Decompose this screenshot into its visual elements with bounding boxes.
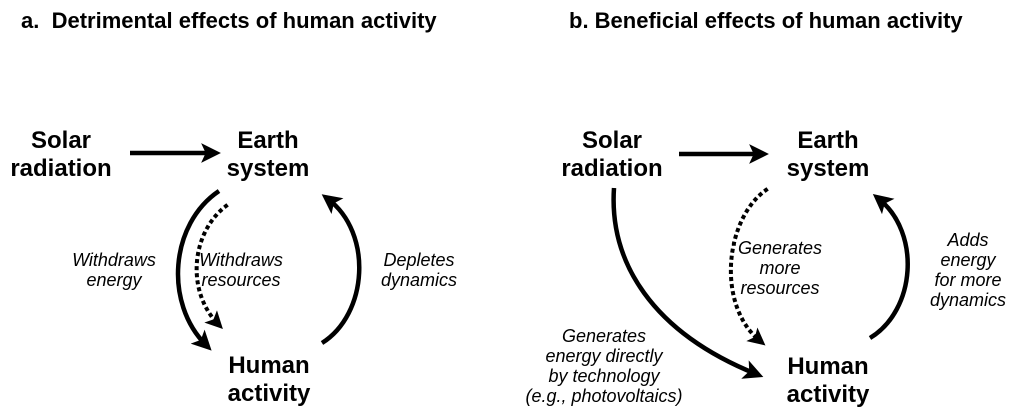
arc-withdraws-resources-dotted-icon bbox=[194, 203, 229, 330]
arc-withdraws-energy-icon bbox=[175, 189, 221, 351]
node-human-activity-a: Human activity bbox=[227, 352, 311, 407]
label-generates-more-resources: Generates more resources bbox=[737, 238, 823, 298]
node-solar-radiation-b: Solar radiation bbox=[561, 127, 663, 182]
label-adds-energy-for-more-dynamics: Adds energy for more dynamics bbox=[929, 230, 1007, 310]
label-withdraws-energy: Withdraws energy bbox=[72, 250, 156, 290]
panel-a-title: a. Detrimental effects of human activity bbox=[21, 8, 437, 33]
node-human-activity-b: Human activity bbox=[786, 353, 870, 408]
arc-adds-energy-icon bbox=[868, 194, 910, 340]
node-earth-system-a: Earth system bbox=[226, 127, 310, 182]
label-depletes-dynamics: Depletes dynamics bbox=[380, 250, 458, 290]
arc-generates-energy-icon bbox=[611, 187, 764, 379]
arc-generates-resources-dotted-icon bbox=[728, 187, 769, 346]
label-generates-energy-directly: Generates energy directly by technology … bbox=[525, 326, 683, 406]
panel-b-title: b. Beneficial effects of human activity bbox=[569, 8, 963, 33]
node-earth-system-b: Earth system bbox=[786, 127, 870, 182]
node-solar-radiation-a: Solar radiation bbox=[10, 127, 112, 182]
arc-depletes-dynamics-icon bbox=[320, 194, 362, 345]
label-withdraws-resources: Withdraws resources bbox=[199, 250, 283, 290]
